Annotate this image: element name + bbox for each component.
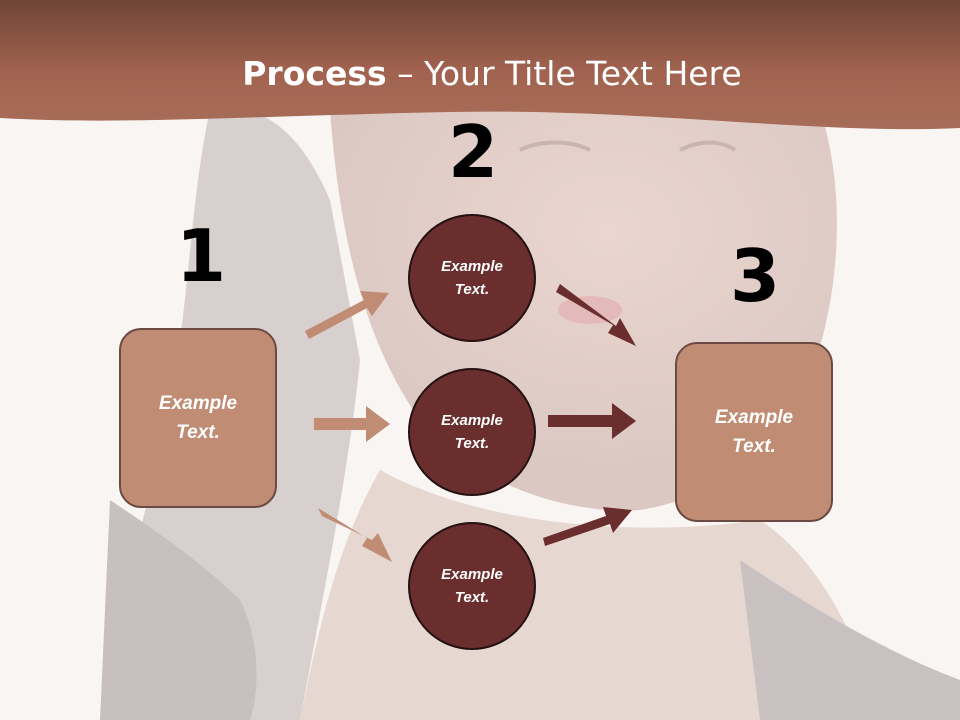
step-2-circle-1: Example Text.	[408, 214, 536, 342]
circle-1-line2: Text.	[454, 281, 490, 298]
step-number-1: 1	[176, 214, 227, 298]
step-3-text-line2: Text.	[732, 436, 776, 457]
step-1-text-line1: Example	[158, 393, 238, 414]
circle-3-line2: Text.	[454, 589, 490, 606]
step-1-text-line2: Text.	[176, 422, 220, 443]
step-2-circle-2: Example Text.	[408, 368, 536, 496]
step-number-2: 2	[448, 110, 499, 194]
step-number-3: 3	[730, 234, 781, 318]
step-2-circle-3: Example Text.	[408, 522, 536, 650]
step-3-text-line1: Example	[714, 407, 794, 428]
step-3-box: Example Text.	[675, 342, 833, 522]
title-rest: – Your Title Text Here	[386, 54, 742, 93]
circle-1-line1: Example	[441, 258, 503, 275]
title-bold: Process	[242, 54, 387, 93]
slide-title: Process – Your Title Text Here	[0, 52, 960, 96]
circle-2-line1: Example	[441, 412, 503, 429]
circle-3-line1: Example	[441, 566, 503, 583]
circle-2-line2: Text.	[454, 435, 490, 452]
step-1-box: Example Text.	[119, 328, 277, 508]
